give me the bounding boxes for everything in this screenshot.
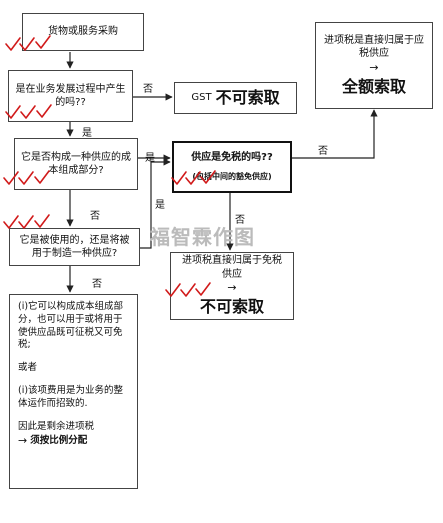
check-mark-icon bbox=[195, 282, 211, 296]
node-q-cost: 它是否构成一种供应的成本组成部分? bbox=[14, 138, 138, 190]
edge-label-yes-3: 是 bbox=[155, 200, 165, 211]
check-mark-icon bbox=[5, 105, 21, 119]
node-apportion-arrow: → bbox=[18, 433, 28, 447]
edge-label-no-3: 否 bbox=[318, 146, 328, 157]
node-no-recovery-2: 进项税直接归属于免税供应 → 不可索取 bbox=[170, 252, 294, 320]
node-apportion-line2: (i)该项费用是为业务的整体运作而招致的. bbox=[18, 385, 124, 409]
check-mark-icon bbox=[200, 170, 216, 184]
check-mark-icon bbox=[5, 37, 21, 51]
node-q-incurred-label: 是在业务发展过程中产生的吗?? bbox=[15, 83, 126, 109]
node-q-exempt-main: 供应是免税的吗?? bbox=[191, 151, 273, 163]
edge-label-yes-1: 是 bbox=[82, 128, 92, 139]
check-mark-icon bbox=[35, 35, 51, 49]
node-apportion-conclusion: 因此是剩余进项税 bbox=[18, 420, 95, 432]
node-no-recovery-1-text: 不可索取 bbox=[215, 88, 280, 108]
check-mark-icon bbox=[20, 105, 36, 119]
node-full-recovery-result: 全额索取 bbox=[341, 76, 406, 96]
edge-label-yes-2: 是 bbox=[145, 153, 155, 164]
check-mark-icon bbox=[3, 171, 19, 185]
check-mark-icon bbox=[18, 215, 34, 229]
edge-label-no-4: 否 bbox=[235, 215, 245, 226]
node-procure: 货物或服务采购 bbox=[22, 13, 144, 51]
node-apportion-line1: (i)它可以构成成本组成部分，也可以用于或将用于使供应品既可征税又可免税; bbox=[18, 301, 124, 351]
check-mark-icon bbox=[3, 215, 19, 229]
check-mark-icon bbox=[180, 283, 196, 297]
edge-used-exempt bbox=[140, 158, 171, 249]
node-no-recovery-2-desc: 进项税直接归属于免税供应 bbox=[182, 255, 282, 280]
node-full-recovery-desc: 进项税是直接归属于应税供应 bbox=[324, 34, 424, 60]
check-mark-icon bbox=[18, 171, 34, 185]
check-mark-icon bbox=[34, 170, 50, 184]
check-mark-icon bbox=[19, 37, 35, 51]
node-q-exempt-sub: (包括中间的豁免供应) bbox=[192, 172, 272, 182]
node-apportion-or: 或者 bbox=[18, 362, 38, 374]
edge-exempt-full bbox=[292, 109, 378, 159]
node-q-used: 它是被使用的，还是将被用于制造一种供应? bbox=[9, 228, 140, 266]
node-q-exempt: 供应是免税的吗?? (包括中间的豁免供应) bbox=[172, 141, 292, 193]
node-no-recovery-2-arrow: → bbox=[227, 281, 237, 295]
check-mark-icon bbox=[34, 214, 50, 228]
check-mark-icon bbox=[165, 283, 181, 297]
check-mark-icon bbox=[36, 104, 52, 118]
check-mark-icon bbox=[171, 171, 187, 185]
node-apportion: (i)它可以构成成本组成部分，也可以用于或将用于使供应品既可征税又可免税; 或者… bbox=[9, 294, 138, 489]
node-full-recovery: 进项税是直接归属于应税供应 → 全额索取 bbox=[315, 22, 433, 109]
watermark-text: 福智霖作图 bbox=[150, 225, 255, 249]
node-no-recovery-2-result: 不可索取 bbox=[199, 297, 264, 317]
node-no-recovery-1-prefix: GST bbox=[191, 92, 212, 104]
edge-label-no-1: 否 bbox=[143, 84, 153, 95]
edge-label-no-5: 否 bbox=[92, 279, 102, 290]
check-mark-icon bbox=[185, 171, 201, 185]
node-q-used-label: 它是被使用的，还是将被用于制造一种供应? bbox=[19, 234, 130, 260]
node-no-recovery-1: GST 不可索取 bbox=[174, 82, 297, 114]
node-procure-label: 货物或服务采购 bbox=[48, 26, 118, 38]
edge-label-no-2: 否 bbox=[90, 211, 100, 222]
node-q-cost-label: 它是否构成一种供应的成本组成部分? bbox=[21, 151, 131, 177]
node-full-recovery-arrow: → bbox=[369, 60, 379, 74]
node-apportion-result: 须按比例分配 bbox=[30, 434, 88, 446]
